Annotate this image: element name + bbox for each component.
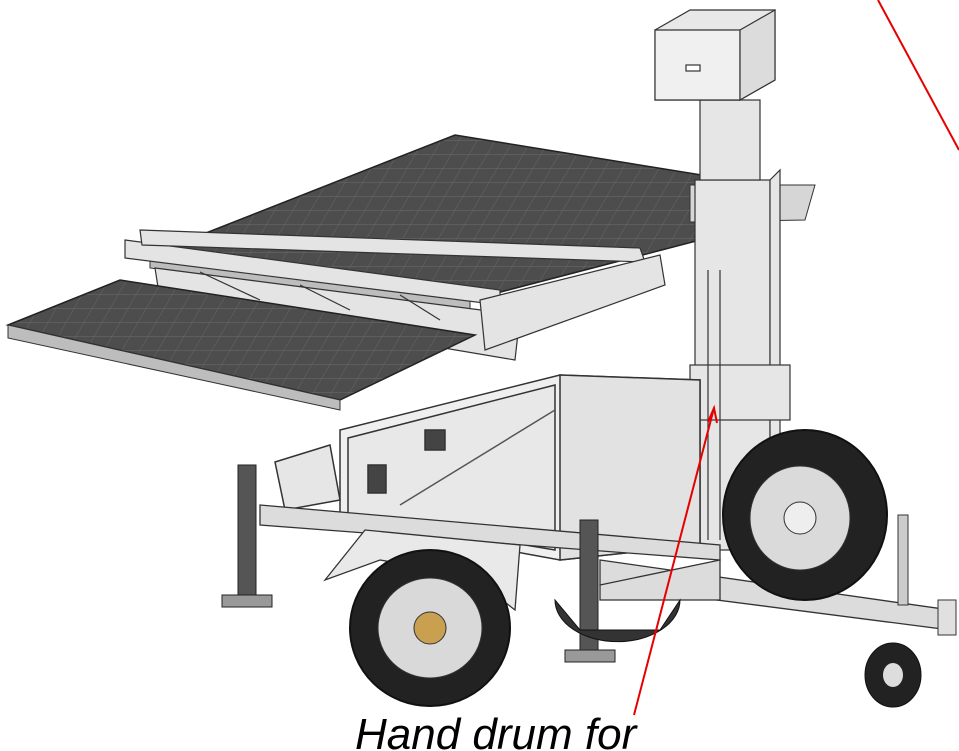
solar-panel-lower [5, 279, 478, 411]
hand-drum-pointer-line [633, 407, 715, 716]
trailer-wheel-rear [554, 598, 681, 643]
hand-drum-arrowhead [707, 404, 718, 424]
jockey-wheel [864, 514, 957, 708]
spare-tire [722, 429, 888, 601]
annotation-lines [633, 0, 959, 716]
trailer-wheel [349, 549, 511, 707]
fender [323, 529, 521, 612]
equipment-enclosure [654, 8, 776, 102]
caption-hand-drum: Hand drum for [355, 710, 637, 751]
stabilizer-leg-right [564, 519, 616, 663]
trailer-body [274, 374, 701, 561]
stabilizer-leg-left [221, 464, 273, 608]
top-right-pointer-line [877, 0, 959, 151]
